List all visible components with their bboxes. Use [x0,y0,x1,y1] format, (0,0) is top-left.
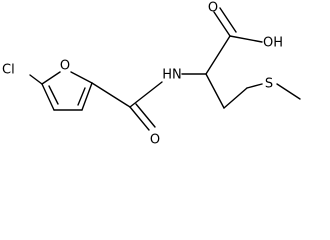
sulfur-label: S [265,77,273,92]
bond-alpha-ch2 [205,73,225,109]
hydroxyl-label: OH [263,36,283,51]
bond-c5-o1 [41,71,61,85]
bond-alpha-acid [205,35,231,75]
amide-oxygen-label: O [150,133,160,148]
bond-acid-o-double-2 [219,7,237,33]
bond-ch2-s [246,83,263,89]
bond-carbonyl-n [129,81,163,108]
furan-ring [29,71,93,111]
chemical-structure: Cl O HN O O OH S [2,1,301,148]
bond-c3-c3-inner [77,87,86,106]
chlorine-label: Cl [2,63,15,78]
methylthio-chain [205,73,301,109]
amide-group [91,73,207,131]
amide-nitrogen-label: HN [162,68,182,83]
furan-oxygen-label: O [60,59,70,74]
bond-c2-carbonyl [91,82,131,108]
bond-acid-oh [229,35,263,43]
bond-c4-c5-inner [48,85,59,105]
bond-ch2-ch2 [223,87,248,109]
bond-c2-c3 [81,82,93,111]
bond-cl-c5 [29,74,43,85]
carboxylic-acid [205,7,263,75]
bond-c4-c5 [41,83,55,111]
carbonyl-oxygen-label: O [208,1,218,16]
bond-carbonyl-double-2 [135,103,156,128]
bond-carbonyl-double-1 [129,106,150,131]
bond-o1-c2 [70,71,93,84]
bond-s-methyl [276,83,301,100]
bond-acid-o-double-1 [213,11,231,37]
